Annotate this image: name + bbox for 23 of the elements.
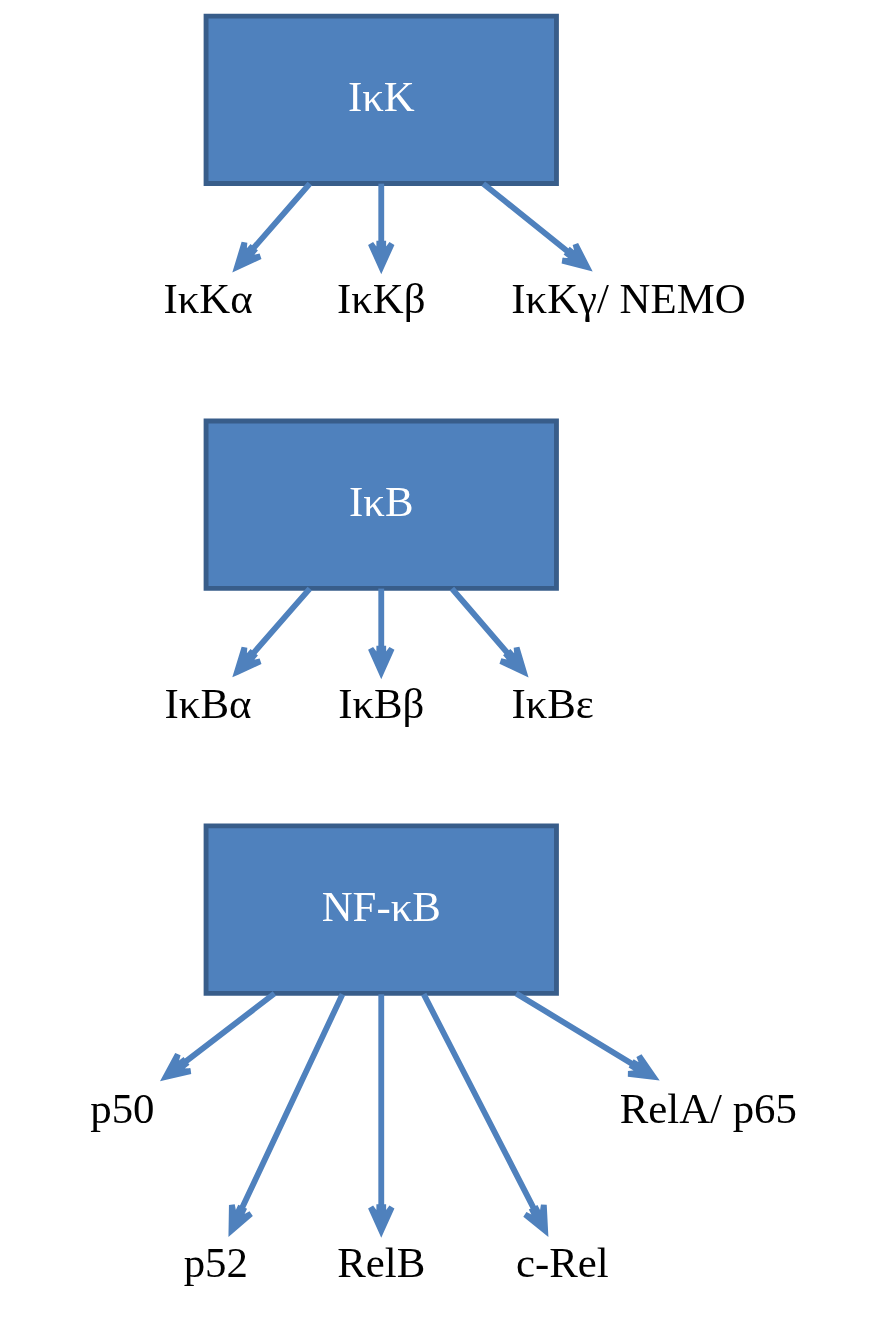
node-box: IκB [203, 418, 559, 591]
arrow [449, 586, 527, 675]
arrow [514, 991, 657, 1080]
node-text: p50 [90, 1084, 155, 1132]
arrow [481, 181, 591, 271]
node-text: RelB [337, 1238, 426, 1286]
arrow [162, 991, 277, 1080]
arrow [421, 992, 549, 1234]
arrow [234, 586, 312, 675]
node-text: IκKβ [336, 275, 426, 323]
arrow [228, 992, 346, 1234]
node-text: IκKγ/ NEMO [511, 275, 746, 323]
node-text: IκBε [511, 680, 594, 728]
arrow [367, 183, 395, 271]
node-text: p52 [183, 1238, 248, 1286]
node-box: NF-κB [203, 823, 559, 996]
node-box: IκK [203, 13, 559, 186]
node-text: IκKα [163, 275, 253, 323]
node-text: RelA/ p65 [619, 1084, 797, 1132]
node-text: c-Rel [515, 1238, 609, 1286]
node-text: IκBα [164, 680, 252, 728]
node-text: IκBβ [338, 680, 425, 728]
arrow [234, 181, 312, 271]
